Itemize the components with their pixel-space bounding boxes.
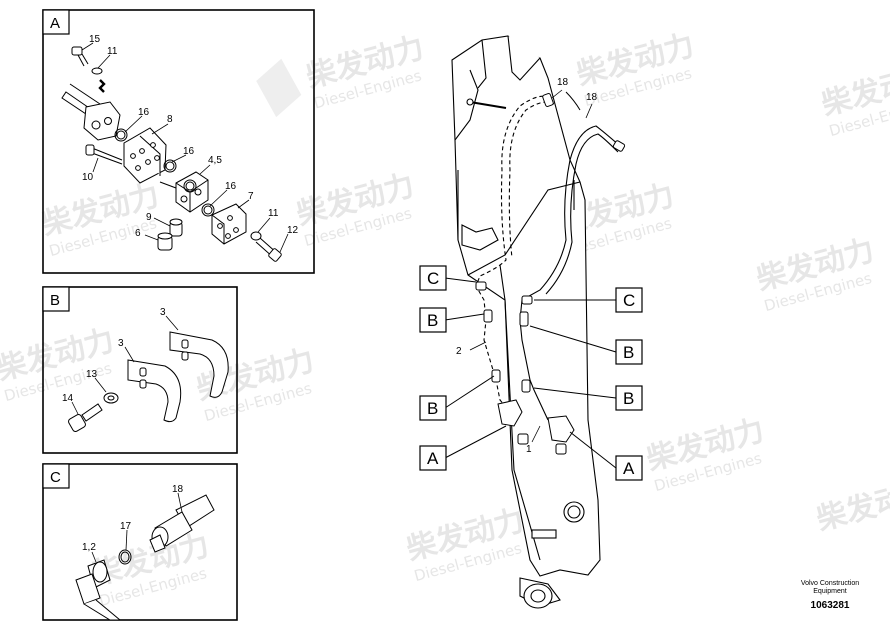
callout-box-right-a (615, 455, 643, 481)
callout-box-right-b (615, 385, 643, 411)
callout-right-letter: B (623, 389, 634, 408)
label-part-9: 9 (146, 212, 152, 223)
label-part-6: 6 (135, 228, 141, 239)
label-part-16: 16 (225, 181, 237, 192)
bolt-15-drawing (71, 46, 106, 93)
detail-c-letter: C (50, 469, 61, 486)
label-part-1: 1 (526, 444, 532, 455)
label-part-3: 3 (160, 307, 166, 318)
label-part-15: 15 (89, 34, 101, 45)
detail-b-leaders (71, 315, 179, 415)
callout-left-letter: B (427, 311, 438, 330)
label-part-4-5: 4,5 (208, 155, 222, 166)
callout-box-right-b (615, 339, 643, 365)
detail-a-leaders (81, 42, 289, 253)
hose-fitting-drawing (75, 494, 215, 621)
hose-2-hidden (475, 95, 551, 413)
hose-18-end (565, 91, 581, 111)
label-part-16: 16 (183, 146, 195, 157)
label-part-18: 18 (586, 92, 598, 103)
label-part-17: 17 (120, 521, 132, 532)
hose-1-visible (519, 125, 621, 421)
label-part-18: 18 (172, 484, 184, 495)
detail-a-frame (42, 9, 315, 274)
detail-a-letter-box (42, 9, 70, 35)
callout-left-letter: A (427, 449, 439, 468)
footer-block: Volvo Construction Equipment 1063281 (801, 580, 859, 611)
label-part-16: 16 (138, 107, 150, 118)
detail-c-frame (42, 463, 238, 621)
detail-b-frame (42, 286, 238, 454)
main-label-leaders (469, 89, 593, 443)
label-part-13: 13 (86, 369, 98, 380)
detail-b-letter-box (42, 286, 70, 312)
callout-left-letter: C (427, 269, 439, 288)
callouts-right: C B B A (529, 287, 643, 481)
bracket-8-drawing (85, 127, 177, 184)
label-part-8: 8 (167, 114, 173, 125)
label-part-1-2: 1,2 (82, 542, 96, 553)
callout-box-left-b (419, 395, 447, 421)
callout-box-right-c (615, 287, 643, 313)
watermark-logo (256, 58, 302, 118)
clamp-3-drawing (68, 331, 229, 432)
nut-spacer-drawing (157, 218, 183, 251)
callout-box-left-c (419, 265, 447, 291)
label-part-10: 10 (82, 172, 94, 183)
bolt-12-drawing (250, 231, 282, 262)
label-part-12: 12 (287, 225, 299, 236)
hose-clamp-drawing (61, 83, 128, 142)
plate-7-drawing (211, 203, 247, 245)
footer-company-line2: Equipment (813, 588, 847, 595)
label-part-3: 3 (118, 338, 124, 349)
detail-c-panel: C 18 17 1,2 (42, 463, 238, 621)
callout-right-letter: C (623, 291, 635, 310)
hose-1-visible-parallel (545, 133, 619, 295)
label-part-11: 11 (268, 208, 279, 219)
clamp-block-drawing (159, 171, 215, 217)
detail-a-letter: A (50, 15, 60, 32)
watermark-text-cn: 柴发动力 (813, 473, 890, 538)
callout-right-letter: A (623, 459, 635, 478)
detail-c-leaders (91, 492, 183, 563)
callouts-left: C B B A (419, 265, 507, 471)
detail-a-panel: A (42, 9, 315, 274)
boom-assembly: 18 18 2 1 C B B A (419, 35, 643, 609)
callout-box-left-b (419, 307, 447, 333)
footer-reference-number: 1063281 (811, 600, 850, 611)
callout-box-left-a (419, 445, 447, 471)
footer-company-line1: Volvo Construction (801, 580, 859, 587)
label-part-2: 2 (456, 346, 462, 357)
detail-c-letter-box (42, 463, 70, 489)
hose-2-hidden-parallel (508, 101, 555, 259)
callout-left-letter: B (427, 399, 438, 418)
label-part-14: 14 (62, 393, 74, 404)
hose-fittings-drawing (475, 93, 626, 455)
detail-b-letter: B (50, 292, 60, 309)
label-part-7: 7 (248, 191, 254, 202)
callout-right-letter: B (623, 343, 634, 362)
label-part-11: 11 (107, 46, 118, 57)
label-part-18: 18 (557, 77, 569, 88)
detail-b-panel: B 3 3 13 14 (42, 286, 238, 454)
